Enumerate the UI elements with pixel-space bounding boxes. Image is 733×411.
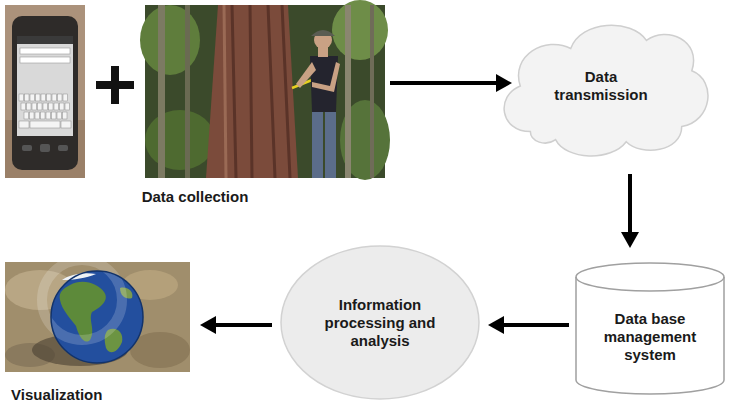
- flow-arrow: [200, 316, 272, 334]
- node-label: Information processing and analysis: [321, 296, 439, 350]
- arrow-head: [200, 316, 216, 334]
- plus-sign: [96, 66, 134, 104]
- arrow-head: [621, 232, 639, 248]
- forest-photo: [140, 0, 390, 180]
- arrow-shaft: [503, 323, 569, 327]
- arrow-shaft: [215, 323, 272, 327]
- node-label: Data collection: [142, 188, 249, 206]
- globe-image: [5, 260, 190, 372]
- image-group: Visualization: [5, 258, 195, 406]
- ellipse-shape: [281, 246, 479, 399]
- flow-arrow: [390, 74, 512, 92]
- cylinder-rim: [576, 277, 724, 291]
- cloud-shape: [504, 25, 708, 156]
- flow-arrow: [488, 316, 569, 334]
- cylinder-body: [576, 263, 724, 394]
- node-label: Data transmission: [547, 68, 655, 104]
- arrow-shaft: [628, 174, 632, 233]
- flow-arrow: [621, 174, 639, 248]
- node-label: Data base management system: [591, 310, 709, 364]
- arrow-shaft: [390, 81, 497, 85]
- node-label: Visualization: [11, 386, 102, 404]
- arrow-head: [496, 74, 512, 92]
- process-ellipse: Information processing and analysis: [280, 245, 480, 400]
- image-group: Data collection: [5, 5, 385, 208]
- cloud-node: Data transmission: [490, 10, 712, 162]
- arrow-head: [488, 316, 504, 334]
- phone-photo: [5, 5, 85, 178]
- database-cylinder: Data base management system: [575, 262, 725, 395]
